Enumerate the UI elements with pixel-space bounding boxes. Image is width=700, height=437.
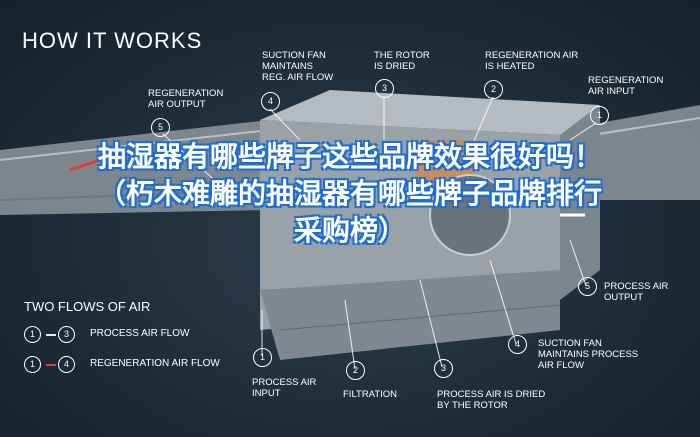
callout-label: SUCTION FAN MAINTAINS PROCESS AIR FLOW [538,338,639,371]
callout-label: PROCESS AIR INPUT [252,377,317,399]
flow-to-number: 3 [58,326,75,343]
callout-number: 4 [261,92,280,111]
callout-label: REGENERATION AIR IS HEATED [485,50,579,72]
callout-label: PROCESS AIR OUTPUT [604,281,669,303]
flow-from-number: 1 [24,356,41,373]
callout-label: REGENERATION AIR OUTPUT [148,88,224,110]
callout-label: THE ROTOR IS DRIED [374,50,430,72]
callout-label: FILTRATION [343,389,398,400]
callout-number: 1 [253,348,272,367]
base-cabinet [260,270,560,360]
callout-number: 5 [578,277,597,296]
housing-top [260,90,600,135]
callout-label: REGENERATION AIR INPUT [588,75,664,97]
callout-label: SUCTION FAN MAINTAINS REG. AIR FLOW [262,50,334,83]
callout-number: 3 [375,79,394,98]
flow-line [46,334,56,336]
rotor [429,174,511,256]
callout-number: 5 [151,118,170,137]
flow-line [46,364,56,366]
overlay-headline: 抽湿器有哪些牌子这些品牌效果很好吗！（朽木难雕的抽湿器有哪些牌子品牌排行采购榜） [97,140,602,247]
flow-label: REGENERATION AIR FLOW [90,358,220,369]
left-duct [0,120,270,215]
page-title: HOW IT WORKS [22,28,203,53]
flow-label: PROCESS AIR FLOW [90,328,190,339]
callout-label: PROCESS AIR IS DRIED BY THE ROTOR [437,389,546,411]
callout-number: 2 [346,361,365,380]
callout-number: 2 [484,80,503,99]
callout-number: 1 [590,106,609,125]
callout-number: 3 [434,359,453,378]
flows-title: TWO FLOWS OF AIR [24,299,151,314]
flow-from-number: 1 [24,326,41,343]
callout-number: 4 [508,335,527,354]
flow-to-number: 4 [58,356,75,373]
housing-side [560,105,600,300]
